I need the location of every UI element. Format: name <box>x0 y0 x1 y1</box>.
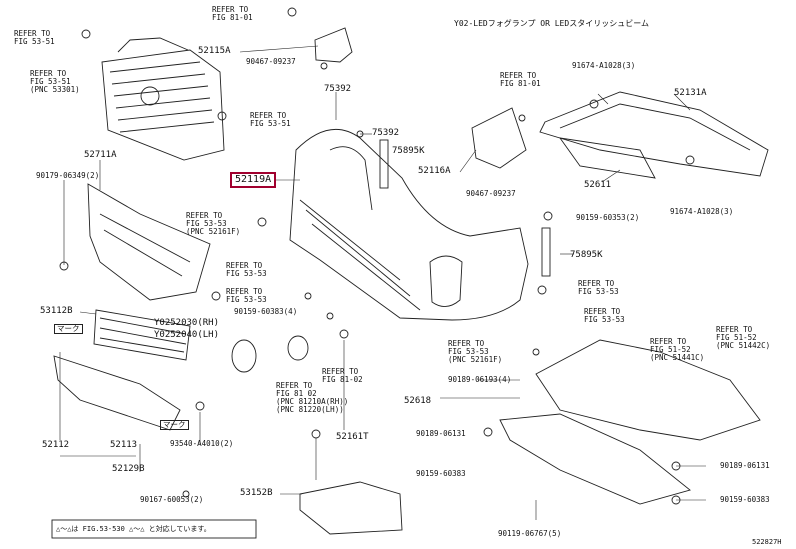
part-label-91674-top[interactable]: 91674-A1028(3) <box>572 61 636 70</box>
part-label-90189-06131-b[interactable]: 90189-06131 <box>720 461 770 470</box>
part-label-52119a-highlighted[interactable]: 52119A <box>230 172 277 188</box>
part-label-y0252040[interactable]: Y0252040(LH) <box>154 330 220 340</box>
footer-note: △～△は FIG.53-530 △～△ と対応しています。 <box>56 525 211 533</box>
part-label-53112b[interactable]: 53112B <box>40 306 73 316</box>
part-label-90159-60383-4[interactable]: 90159-60383(4) <box>234 307 298 316</box>
callout-ref-fig-53-53-pnc[interactable]: REFER TO FIG 53-53 (PNC 52161F) <box>186 211 241 236</box>
part-label-52113[interactable]: 52113 <box>110 440 138 450</box>
bracket-52116a-drawing <box>471 107 527 169</box>
part-label-52129b[interactable]: 52129B <box>112 464 145 474</box>
strip-75895k-b-drawing <box>541 227 551 277</box>
callout-ref-fig-53-51-topleft[interactable]: REFER TO FIG 53-51 <box>14 29 55 46</box>
part-label-90189-06131-a[interactable]: 90189-06131 <box>416 429 466 438</box>
part-label-52711a[interactable]: 52711A <box>84 150 117 160</box>
callout-ref-fig-81-02-pnc[interactable]: REFER TO FIG 81 02 (PNC 81210A(RH)) (PNC… <box>276 381 349 414</box>
part-label-93540[interactable]: 93540-A4010(2) <box>170 439 234 448</box>
part-label-52112[interactable]: 52112 <box>42 440 70 450</box>
mark-label-1: マーク <box>54 324 83 334</box>
bumper-53152b-drawing <box>299 481 403 535</box>
part-label-75895k-b[interactable]: 75895K <box>570 250 603 260</box>
part-label-52115a[interactable]: 52115A <box>198 46 231 56</box>
fasteners <box>59 7 695 505</box>
callout-ref-53-53-d[interactable]: REFER TO FIG 53-53 <box>584 307 625 324</box>
header-note: Y02-LEDフォグランプ OR LEDスタイリッシュビーム <box>454 19 649 28</box>
part-label-52618[interactable]: 52618 <box>404 396 432 406</box>
callout-ref-fig-53-51-pnc[interactable]: REFER TO FIG 53-51 (PNC 53301) <box>30 69 80 94</box>
upper-beam-drawing <box>539 91 769 177</box>
callout-ref-fig-51-52-b[interactable]: REFER TO FIG 51-52 (PNC 51442C) <box>716 325 771 350</box>
part-label-75392-b[interactable]: 75392 <box>372 128 400 138</box>
part-label-52611[interactable]: 52611 <box>584 180 612 190</box>
footer-note-box <box>51 519 257 539</box>
strip-75895k-drawing <box>379 139 389 189</box>
callout-ref-fig-81-02-a[interactable]: REFER TO FIG 81-02 <box>322 367 363 384</box>
part-label-90159-60353[interactable]: 90159-60353(2) <box>576 213 640 222</box>
part-label-75895k[interactable]: 75895K <box>392 146 425 156</box>
callout-ref-fig-81-01-top[interactable]: REFER TO FIG 81-01 <box>212 5 253 22</box>
bumper-cover-drawing <box>289 129 529 321</box>
part-label-y0252030[interactable]: Y0252030(RH) <box>154 318 220 328</box>
grille-53112b-drawing <box>93 309 191 361</box>
fog-lamp-drawing <box>231 335 309 373</box>
callout-ref-53-53-c[interactable]: REFER TO FIG 53-53 <box>578 279 619 296</box>
callout-ref-53-53-a[interactable]: REFER TO FIG 53-53 <box>226 261 267 278</box>
mark-label-2: マーク <box>160 420 189 430</box>
part-label-90159-60383-a[interactable]: 90159-60383 <box>416 469 466 478</box>
part-label-90167-60053[interactable]: 90167-60053(2) <box>140 495 204 504</box>
leader-lines <box>59 45 706 520</box>
callout-ref-fig-53-51-mid[interactable]: REFER TO FIG 53-51 <box>250 111 291 128</box>
lower-cover-52112-drawing <box>53 355 181 431</box>
callout-ref-fig-81-01-right[interactable]: REFER TO FIG 81-01 <box>500 71 541 88</box>
diagram-id: 522827H <box>752 538 782 546</box>
part-label-52131a[interactable]: 52131A <box>674 88 707 98</box>
under-cover-drawing <box>499 339 761 505</box>
part-label-90159-60383-b[interactable]: 90159-60383 <box>720 495 770 504</box>
lower-grille-52711a-drawing <box>87 183 211 301</box>
callout-ref-53-53-b[interactable]: REFER TO FIG 53-53 <box>226 287 267 304</box>
part-label-52161t[interactable]: 52161T <box>336 432 369 442</box>
callout-ref-fig-53-53-pnc-b[interactable]: REFER TO FIG 53-53 (PNC 52161F) <box>448 339 503 364</box>
part-label-90119-06767[interactable]: 90119-06767(5) <box>498 529 562 538</box>
part-label-53152b[interactable]: 53152B <box>240 488 273 498</box>
part-label-90189-06193[interactable]: 90189-06193(4) <box>448 375 512 384</box>
reinforcement-52611-drawing <box>559 137 656 179</box>
part-label-90467-09237-top[interactable]: 90467-09237 <box>246 57 296 66</box>
part-label-91674-bot[interactable]: 91674-A1028(3) <box>670 207 734 216</box>
upper-grille-drawing <box>101 37 225 161</box>
bracket-52115a-drawing <box>314 27 353 63</box>
part-label-90179-06349[interactable]: 90179-06349(2) <box>36 171 100 180</box>
part-label-75392-a[interactable]: 75392 <box>324 84 352 94</box>
part-label-52116a[interactable]: 52116A <box>418 166 451 176</box>
callout-ref-fig-51-52-a[interactable]: REFER TO FIG 51-52 (PNC 51441C) <box>650 337 705 362</box>
part-label-90467-09237-mid[interactable]: 90467-09237 <box>466 189 516 198</box>
